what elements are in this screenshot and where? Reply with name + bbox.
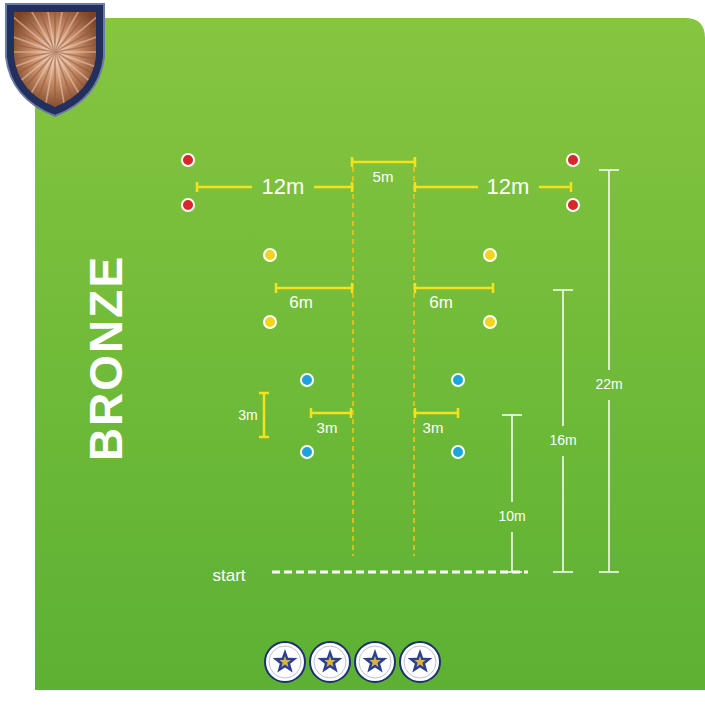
yellow-dimension-bars [197,157,571,437]
dimension-label: 3m [317,420,338,437]
dimension-label: 3m [423,420,444,437]
dimension-label: 6m [429,294,453,313]
dimension-label: 22m [595,377,622,392]
dimension-label: 12m [487,175,530,199]
blue-cones [301,374,464,458]
field-panel [35,18,705,690]
dimension-label: 10m [498,509,525,524]
drill-title: BRONZE [81,255,132,461]
start-line [272,571,528,574]
balls [265,642,440,682]
yellow-cones [264,249,496,328]
start-label: start [212,567,245,586]
dimension-label: 5m [373,169,394,186]
dimension-label: 6m [289,294,313,313]
bronze-shield [0,0,135,132]
red-cones [182,154,579,211]
dimension-label: 16m [549,433,576,448]
dimension-label: 12m [262,175,305,199]
lane-lines [353,158,414,556]
dimension-label: 3m [238,408,257,423]
